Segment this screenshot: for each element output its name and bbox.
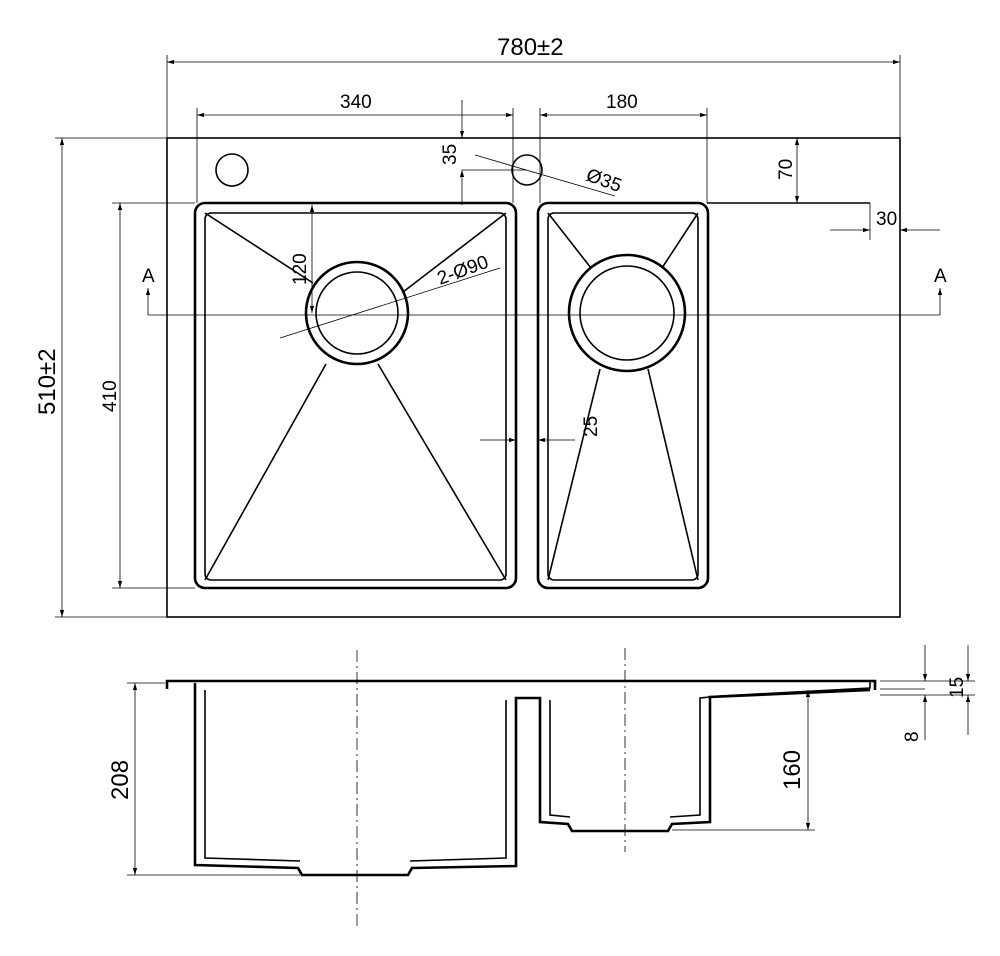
dim-tap-diameter: Ø35 bbox=[583, 165, 624, 197]
left-drain-inner bbox=[315, 271, 399, 355]
dim-bowl-length: 410 bbox=[100, 380, 121, 412]
section-label-right: A bbox=[934, 266, 947, 287]
section-profile-inner bbox=[204, 682, 871, 862]
right-drain-outer bbox=[567, 253, 687, 373]
dim-divider: 25 bbox=[581, 416, 602, 437]
top-view: A A 780±2 510±2 340 bbox=[34, 34, 947, 618]
dim-overall-depth: 510±2 bbox=[34, 348, 61, 415]
section-label-left: A bbox=[142, 266, 155, 287]
dim-right-bowl-width: 180 bbox=[606, 92, 638, 113]
right-bowl-inner bbox=[547, 212, 699, 581]
right-drain-inner bbox=[579, 265, 675, 361]
section-profile-outer bbox=[165, 679, 877, 877]
left-bowl-slope-lines bbox=[204, 212, 507, 581]
dim-lip-thickness: 8 bbox=[902, 731, 923, 742]
left-drain-outer bbox=[304, 260, 410, 366]
section-view: 208 160 15 8 bbox=[107, 645, 975, 928]
dimension-lines bbox=[55, 55, 940, 618]
dim-left-bowl-width: 340 bbox=[340, 92, 372, 113]
left-bowl-inner bbox=[204, 212, 507, 581]
left-bowl-outer bbox=[193, 201, 518, 590]
dim-edge-margin: 30 bbox=[876, 209, 897, 230]
tap-hole-left bbox=[215, 153, 249, 187]
section-dimension-lines bbox=[127, 645, 975, 876]
dim-overall-width: 780±2 bbox=[497, 34, 564, 61]
dim-right-depth: 160 bbox=[779, 750, 806, 790]
right-bowl-outer bbox=[536, 201, 710, 590]
dim-drain-diameter: 2-Ø90 bbox=[435, 252, 492, 290]
sink-outline bbox=[166, 137, 901, 618]
dim-flange-height: 15 bbox=[947, 677, 968, 698]
dim-rim-to-bowl: 70 bbox=[776, 159, 797, 180]
dim-left-depth: 208 bbox=[107, 760, 134, 800]
dim-corner-radius: 120 bbox=[290, 253, 311, 285]
right-bowl-slope-lines bbox=[547, 212, 699, 581]
dim-tap-offset: 35 bbox=[440, 144, 461, 165]
